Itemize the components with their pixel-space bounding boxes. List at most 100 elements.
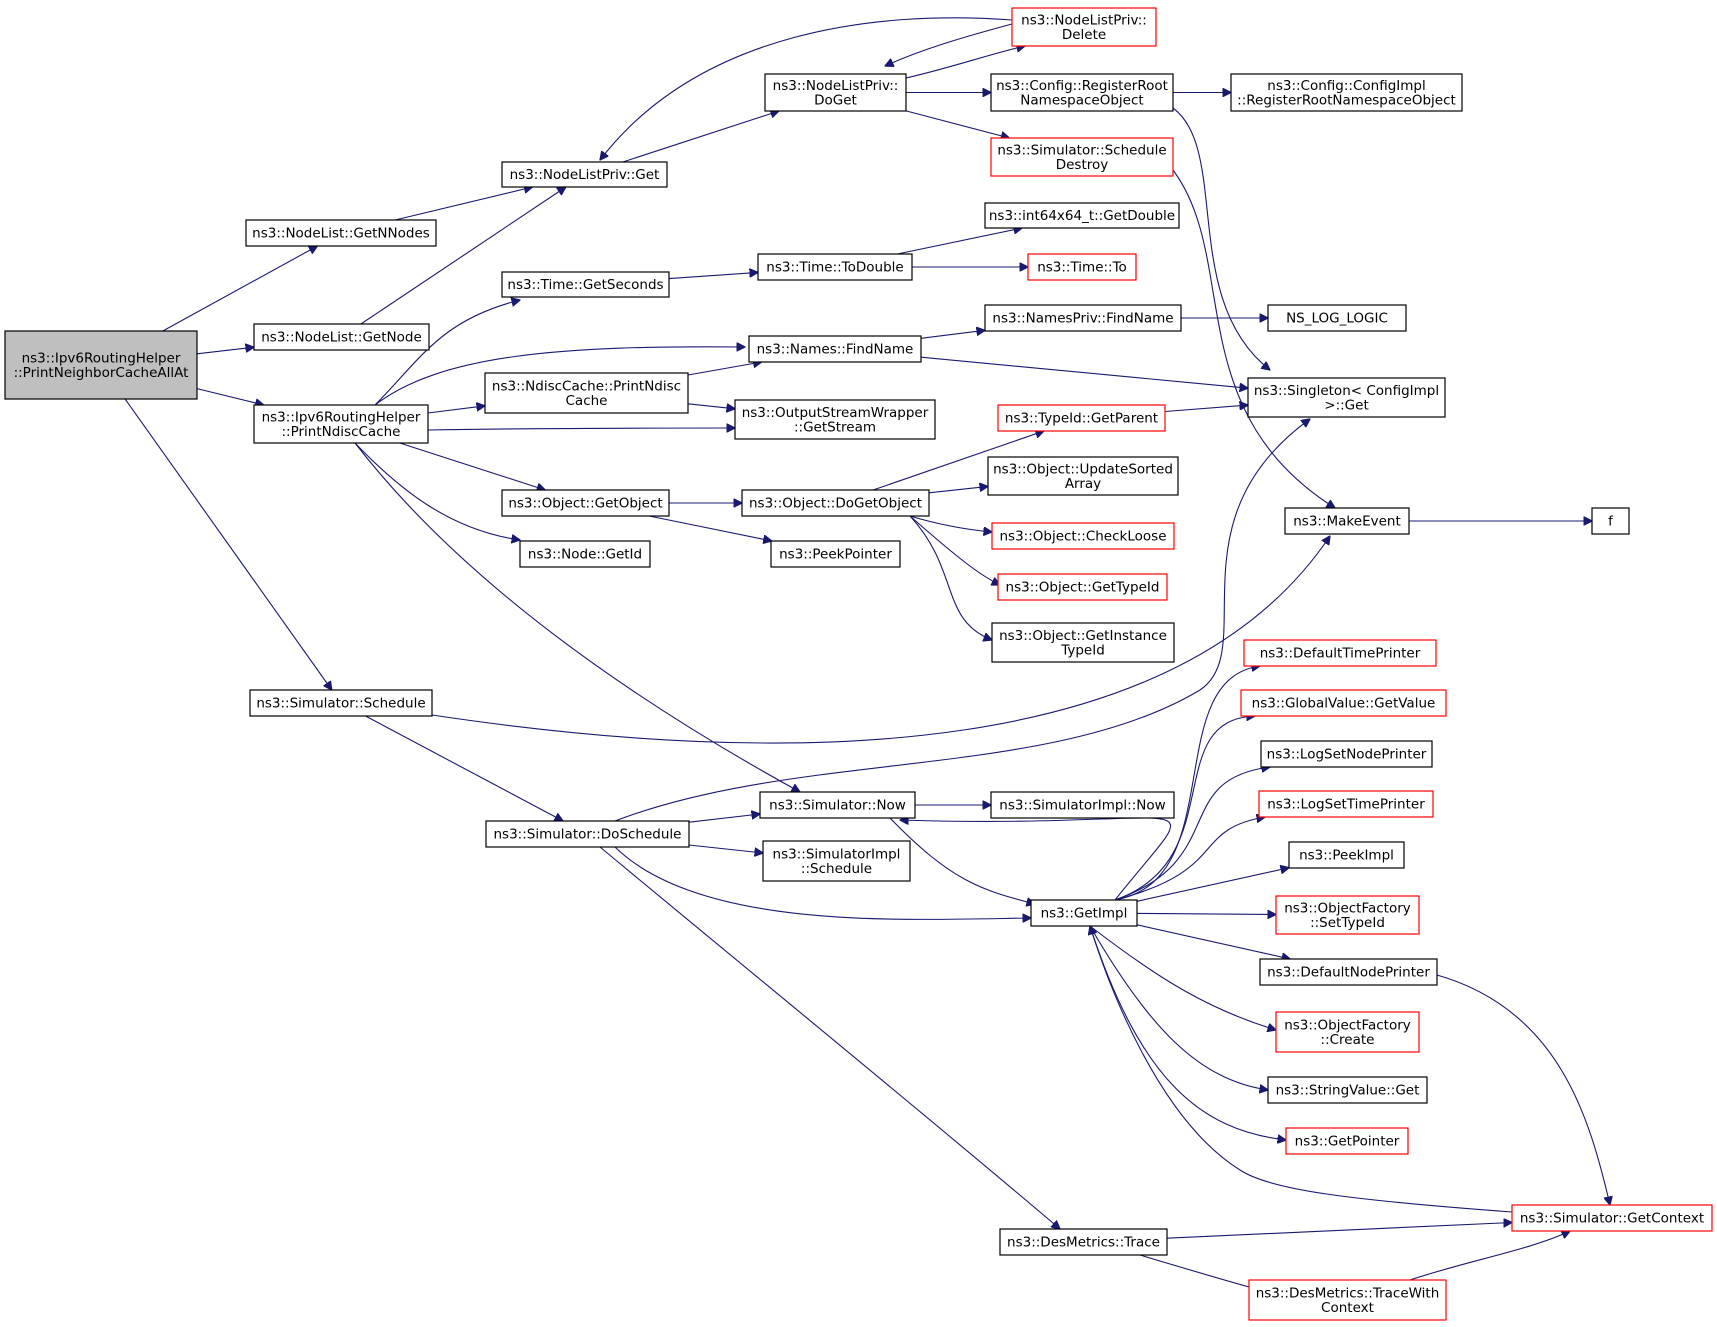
node-box [501, 161, 668, 188]
edge-path [668, 272, 758, 280]
node-sim_schedule[interactable]: ns3::Simulator::Schedule [249, 689, 433, 717]
edge-sim_schedule_destroy-to-makeevent [1172, 169, 1335, 508]
node-cfg_register[interactable]: ns3::Config::RegisterRootNamespaceObject [990, 73, 1174, 112]
edge-nlp_doget-to-nlp_delete [905, 46, 1025, 79]
node-root[interactable]: ns3::Ipv6RoutingHelper::PrintNeighborCac… [4, 330, 198, 400]
node-box [759, 791, 916, 819]
node-obj_getobject[interactable]: ns3::Object::GetObject [501, 489, 670, 517]
node-box [245, 219, 437, 247]
node-box [987, 456, 1179, 496]
node-label-line: ns3::GetPointer [1295, 1134, 1400, 1150]
edge-path [649, 515, 772, 541]
node-box [1260, 740, 1433, 768]
edge-names_findname-to-namespriv_findname [920, 330, 985, 339]
node-int64_getdouble[interactable]: ns3::int64x64_t::GetDouble [984, 202, 1180, 229]
node-nl_getnode[interactable]: ns3::NodeList::GetNode [253, 323, 430, 351]
edge-printndisc-to-osw_getstream [427, 428, 735, 430]
edge-nl_getnode-to-nlp_get [360, 187, 566, 325]
node-defaulttimeprinter[interactable]: ns3::DefaultTimePrinter [1243, 639, 1437, 667]
edge-printndisc-to-names_findname [374, 347, 745, 406]
node-label-line: Array [1065, 476, 1101, 492]
edge-getimpl-to-getpointer [1089, 925, 1286, 1140]
node-ndisc_print[interactable]: ns3::NdiscCache::PrintNdiscCache [484, 372, 689, 414]
node-box [253, 404, 429, 444]
edge-path [1172, 107, 1270, 370]
node-box [741, 489, 930, 517]
edge-path [614, 419, 1310, 822]
node-getimpl[interactable]: ns3::GetImpl [1030, 899, 1138, 927]
edge-obj_getobject-to-peekpointer [649, 515, 772, 541]
node-objfactory_create[interactable]: ns3::ObjectFactory::Create [1275, 1011, 1420, 1053]
node-typeid_getparent[interactable]: ns3::TypeId::GetParent [997, 404, 1166, 432]
node-node_getid[interactable]: ns3::Node::GetId [519, 540, 651, 568]
edge-path [889, 817, 1035, 904]
node-nlp_delete[interactable]: ns3::NodeListPriv::Delete [1011, 7, 1157, 47]
edge-root-to-nl_getnode [196, 347, 254, 355]
node-nlp_doget[interactable]: ns3::NodeListPriv::DoGet [764, 73, 907, 112]
node-box [999, 1228, 1168, 1256]
node-makeevent[interactable]: ns3::MakeEvent [1284, 507, 1410, 535]
edge-path [1164, 405, 1248, 413]
edge-path [427, 406, 485, 414]
edge-path [1089, 925, 1276, 1030]
edge-sim_doschedule-to-simimpl_schedule [688, 844, 763, 853]
node-simimpl_schedule[interactable]: ns3::SimulatorImpl::Schedule [762, 840, 911, 882]
edge-sim_getcontext-to-getimpl [1090, 926, 1513, 1213]
node-obj_checkloose[interactable]: ns3::Object::CheckLoose [991, 522, 1175, 550]
node-getpointer[interactable]: ns3::GetPointer [1285, 1127, 1409, 1155]
edge-path [196, 347, 254, 355]
node-nlp_get[interactable]: ns3::NodeListPriv::Get [501, 161, 668, 188]
edge-desmetrics_trace-to-sim_getcontext [1166, 1223, 1512, 1239]
node-obj_gettypeid[interactable]: ns3::Object::GetTypeId [997, 573, 1168, 601]
node-label-line: ns3::GetImpl [1041, 906, 1128, 922]
node-label-line: ns3::NodeListPriv:: [773, 78, 899, 94]
node-singleton_get[interactable]: ns3::Singleton< ConfigImpl >::Get [1247, 377, 1446, 418]
node-sim_getcontext[interactable]: ns3::Simulator::GetContext [1511, 1204, 1713, 1232]
node-printndisc[interactable]: ns3::Ipv6RoutingHelper::PrintNdiscCache [253, 404, 429, 444]
node-osw_getstream[interactable]: ns3::OutputStreamWrapper::GetStream [734, 399, 936, 440]
node-cfgimpl_register[interactable]: ns3::Config::ConfigImpl::RegisterRootNam… [1230, 73, 1463, 112]
edge-path [374, 300, 520, 406]
node-label-line: ns3::NodeListPriv::Get [510, 167, 660, 183]
node-logsetnodeprinter[interactable]: ns3::LogSetNodePrinter [1260, 740, 1433, 768]
node-sim_doschedule[interactable]: ns3::Simulator::DoSchedule [485, 820, 690, 848]
edge-path [354, 442, 800, 792]
node-nl_getnnodes[interactable]: ns3::NodeList::GetNNodes [245, 219, 437, 247]
edge-getimpl-to-objfactory_create [1089, 925, 1276, 1030]
node-globalvalue_getvalue[interactable]: ns3::GlobalValue::GetValue [1240, 689, 1447, 717]
node-namespriv_findname[interactable]: ns3::NamesPriv::FindName [984, 304, 1182, 332]
node-f[interactable]: f [1591, 507, 1630, 535]
node-sim_now[interactable]: ns3::Simulator::Now [759, 791, 916, 819]
node-logsettimeprinter[interactable]: ns3::LogSetTimePrinter [1258, 790, 1434, 818]
node-label-line: ::GetStream [794, 419, 876, 435]
node-label-line: ::SetTypeId [1310, 915, 1385, 931]
node-label-line: ns3::Object::CheckLoose [999, 529, 1166, 545]
node-defaultnodeprinter[interactable]: ns3::DefaultNodePrinter [1259, 958, 1438, 986]
node-simimpl_now[interactable]: ns3::SimulatorImpl::Now [990, 791, 1175, 819]
node-obj_dogetobject[interactable]: ns3::Object::DoGetObject [741, 489, 930, 517]
node-label-line: ns3::SimulatorImpl [773, 846, 901, 862]
node-box [1230, 73, 1463, 112]
node-ns_log_logic[interactable]: NS_LOG_LOGIC [1267, 304, 1407, 332]
node-peekimpl[interactable]: ns3::PeekImpl [1288, 841, 1405, 869]
node-box [1011, 7, 1157, 47]
node-time_to[interactable]: ns3::Time::To [1027, 253, 1137, 281]
node-box [1259, 958, 1438, 986]
node-time_getseconds[interactable]: ns3::Time::GetSeconds [501, 271, 670, 298]
node-stringvalue_get[interactable]: ns3::StringValue::Get [1267, 1076, 1428, 1104]
node-objfactory_settypeid[interactable]: ns3::ObjectFactory::SetTypeId [1275, 895, 1420, 935]
node-peekpointer[interactable]: ns3::PeekPointer [770, 540, 901, 568]
node-desmetrics_trace[interactable]: ns3::DesMetrics::Trace [999, 1228, 1168, 1256]
edge-path [1436, 974, 1610, 1205]
node-label-line: ns3::Ipv6RoutingHelper [262, 409, 421, 425]
node-time_todouble[interactable]: ns3::Time::ToDouble [757, 253, 913, 281]
node-box [1247, 377, 1446, 418]
edge-path [688, 844, 763, 853]
node-names_findname[interactable]: ns3::Names::FindName [748, 335, 922, 363]
node-box [734, 399, 936, 440]
edge-path [928, 486, 988, 494]
